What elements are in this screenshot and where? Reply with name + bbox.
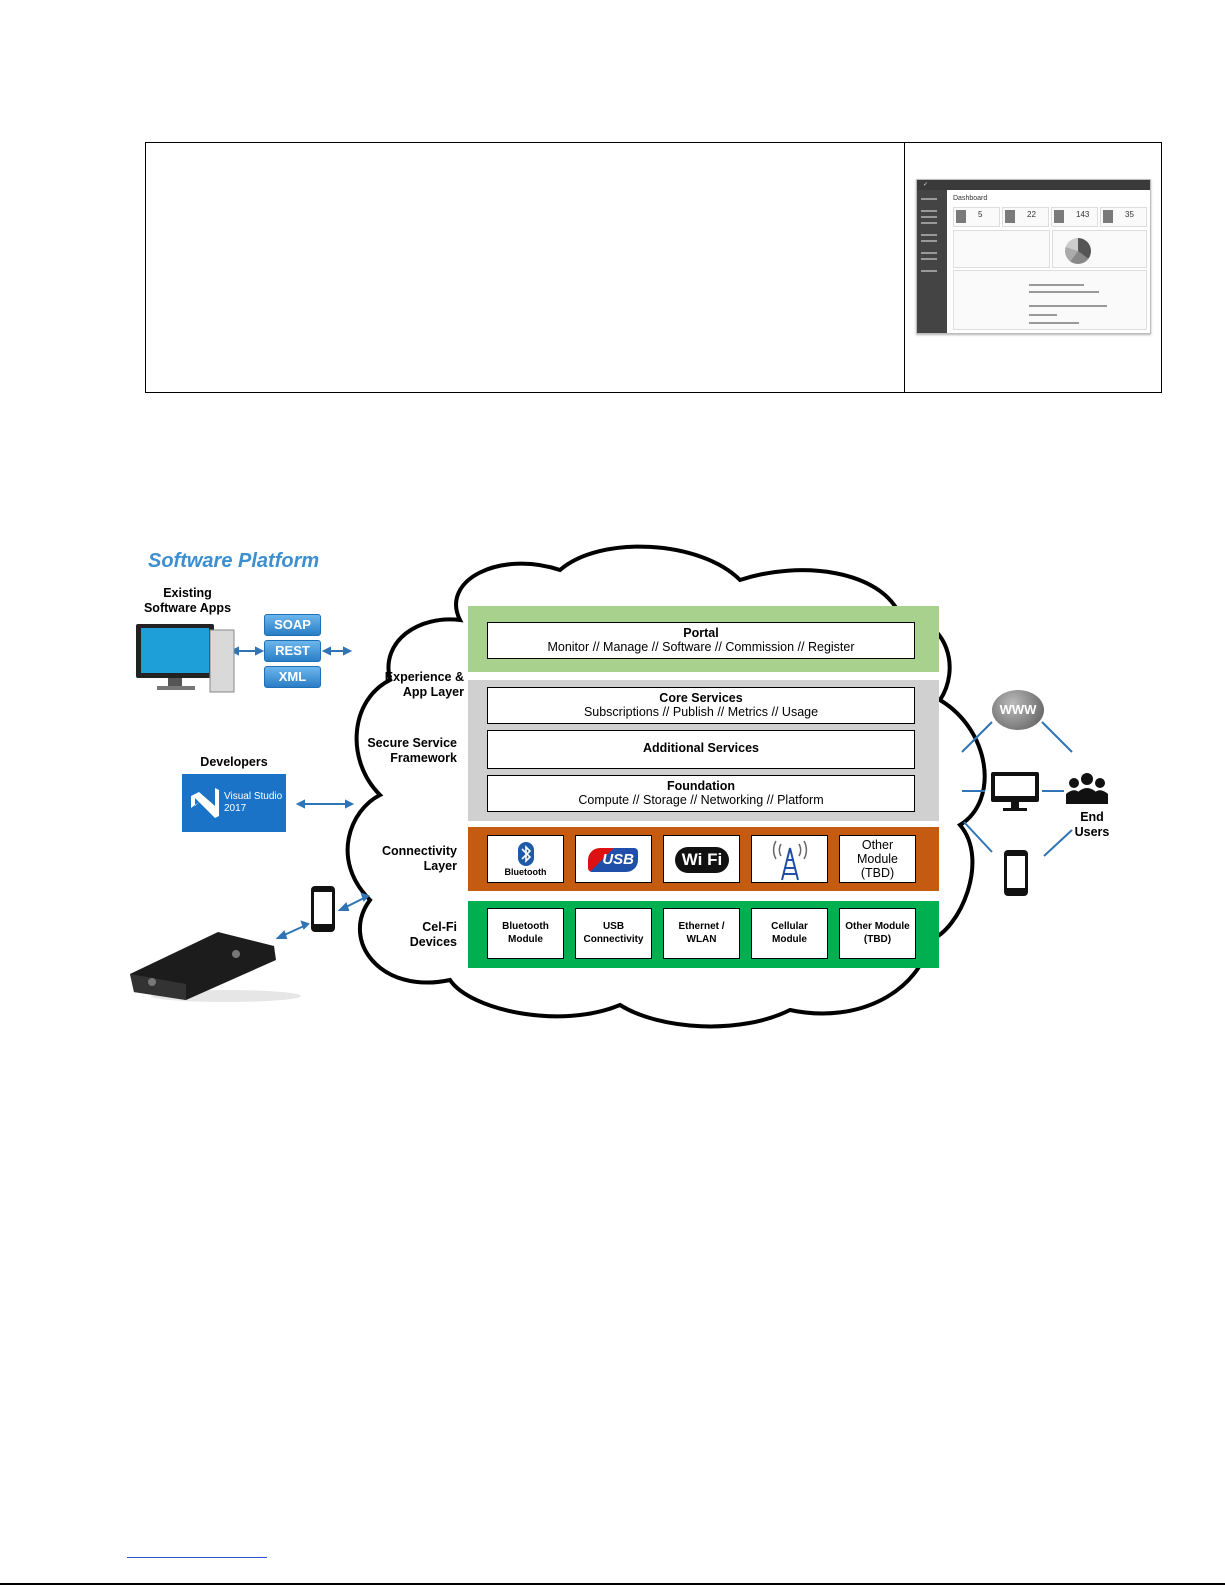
top-table: ✓ Dashboard 5 22 143 35 xyxy=(145,142,1162,393)
other-module-cell: Other Module (TBD) xyxy=(839,835,916,883)
foundation-box: Foundation Compute // Storage // Network… xyxy=(487,775,915,812)
stats-panel xyxy=(953,230,1050,268)
foundation-heading: Foundation xyxy=(666,779,736,793)
stat-card: 143 xyxy=(1051,207,1098,227)
stat-card: 35 xyxy=(1100,207,1147,227)
ethernet-wlan-cell: Ethernet / WLAN xyxy=(663,908,740,959)
stat-card: 5 xyxy=(953,207,1000,227)
other-module-tbd-cell: Other Module (TBD) xyxy=(839,908,916,959)
visual-studio-logo: Visual Studio 2017 xyxy=(182,774,286,832)
usb-connectivity-cell: USB Connectivity xyxy=(575,908,652,959)
secure-framework-label: Secure Service Framework xyxy=(367,736,457,765)
core-services-heading: Core Services xyxy=(659,691,743,705)
bluetooth-module-cell: Bluetooth Module xyxy=(487,908,564,959)
xml-badge: XML xyxy=(264,666,321,688)
wifi-cell: Wi Fi xyxy=(663,835,740,883)
additional-services-box: Additional Services xyxy=(487,730,915,769)
visual-studio-icon xyxy=(191,788,219,818)
dashboard-title: Dashboard xyxy=(953,195,988,202)
progress-bar xyxy=(1029,305,1107,307)
progress-bar xyxy=(1029,314,1057,316)
connectivity-layer-label: Connectivity Layer xyxy=(381,844,457,873)
progress-bar xyxy=(1029,284,1084,286)
diagram-title: Software Platform xyxy=(148,550,320,572)
pie-chart xyxy=(1065,238,1091,264)
progress-bar xyxy=(1029,322,1079,324)
portal-subtitle: Monitor // Manage // Software // Commiss… xyxy=(547,640,855,654)
cellular-module-cell: Cellular Module xyxy=(751,908,828,959)
table-panel xyxy=(953,270,1147,330)
monitor-icon xyxy=(991,772,1039,811)
end-users-label: End Users xyxy=(1074,810,1110,839)
smartphone-icon xyxy=(311,886,335,932)
usb-cell: USB xyxy=(575,835,652,883)
existing-apps-label: Existing Software Apps xyxy=(143,586,232,615)
cell-tower-icon xyxy=(772,840,808,881)
visual-studio-text: Visual Studio 2017 xyxy=(224,791,283,814)
cel-fi-devices-label: Cel-Fi Devices xyxy=(409,920,457,949)
stat-card: 22 xyxy=(1002,207,1049,227)
usb-logo: USB xyxy=(588,848,638,872)
bluetooth-icon xyxy=(518,842,534,866)
bluetooth-cell: Bluetooth xyxy=(487,835,564,883)
cel-fi-device-icon xyxy=(130,932,301,1002)
portal-box: Portal Monitor // Manage // Software // … xyxy=(487,622,915,659)
soap-badge: SOAP xyxy=(264,614,321,636)
desktop-computer-icon xyxy=(136,624,235,693)
bluetooth-text: Bluetooth xyxy=(504,867,547,877)
foundation-subtitle: Compute // Storage // Networking // Plat… xyxy=(578,793,824,807)
experience-layer-label: Experience & App Layer xyxy=(384,670,464,699)
additional-services-heading: Additional Services xyxy=(642,741,759,755)
footnote-separator xyxy=(127,1557,267,1558)
software-platform-diagram: Software Platform Existing Software Apps… xyxy=(0,540,1225,1040)
users-group-icon xyxy=(1066,773,1108,804)
developers-label: Developers xyxy=(200,755,268,769)
dashboard-brand: ✓ xyxy=(923,182,929,188)
core-services-box: Core Services Subscriptions // Publish /… xyxy=(487,687,915,724)
rest-badge: REST xyxy=(264,640,321,662)
wifi-logo: Wi Fi xyxy=(675,847,729,873)
www-globe-icon: WWW xyxy=(992,690,1044,730)
mobile-phone-icon xyxy=(1004,850,1028,896)
table-divider xyxy=(904,143,905,392)
dashboard-sidebar xyxy=(917,190,947,333)
dashboard-topbar: ✓ xyxy=(917,180,1150,190)
page-bottom-rule xyxy=(0,1583,1225,1585)
portal-heading: Portal xyxy=(683,626,719,640)
progress-bar xyxy=(1029,291,1099,293)
dashboard-thumbnail: ✓ Dashboard 5 22 143 35 xyxy=(916,179,1151,334)
cellular-cell xyxy=(751,835,828,883)
core-services-subtitle: Subscriptions // Publish // Metrics // U… xyxy=(583,705,819,719)
